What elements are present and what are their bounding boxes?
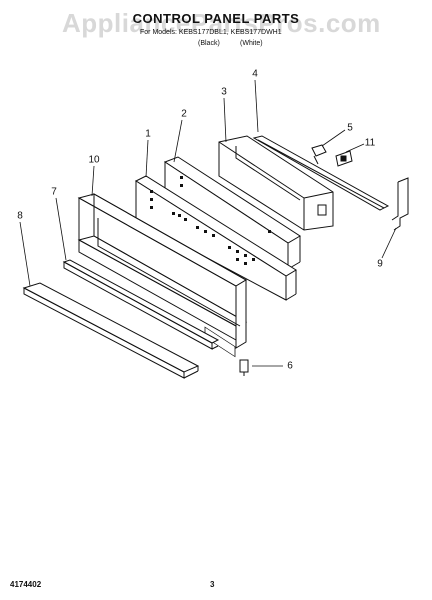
document-part-number: 4174402 — [10, 580, 42, 589]
callout-7: 7 — [51, 186, 57, 198]
callout-5: 5 — [347, 122, 353, 134]
panel-button-dots — [150, 176, 271, 265]
small-bracket — [335, 150, 353, 167]
control-housing — [218, 135, 334, 231]
page-number: 3 — [210, 580, 215, 589]
variant-white: (White) — [240, 40, 263, 47]
z-bracket — [391, 177, 409, 231]
bottom-vent-panel — [22, 282, 200, 379]
callout-4: 4 — [252, 68, 258, 80]
callout-11: 11 — [364, 137, 376, 149]
clip — [311, 144, 327, 165]
callout-2: 2 — [181, 108, 187, 120]
callout-8: 8 — [17, 210, 23, 222]
callout-9: 9 — [377, 258, 383, 270]
control-panel — [134, 175, 297, 301]
callout-10: 10 — [88, 154, 100, 166]
end-cap — [239, 359, 249, 376]
watermark: AppliancePartsPros.com — [62, 8, 381, 38]
variant-black: (Black) — [198, 40, 220, 47]
overlay-panel — [163, 156, 301, 358]
page-title: CONTROL PANEL PARTS — [132, 11, 300, 26]
callout-6: 6 — [287, 360, 293, 372]
model-list: For Models: KEBS177DBL1, KEBS177DWH1 — [140, 29, 282, 36]
callout-3: 3 — [221, 86, 227, 98]
rail — [252, 135, 390, 211]
frame-trim — [77, 193, 248, 349]
callout-1: 1 — [145, 128, 151, 140]
leader-lines — [19, 79, 397, 367]
trim-strip — [62, 259, 220, 350]
